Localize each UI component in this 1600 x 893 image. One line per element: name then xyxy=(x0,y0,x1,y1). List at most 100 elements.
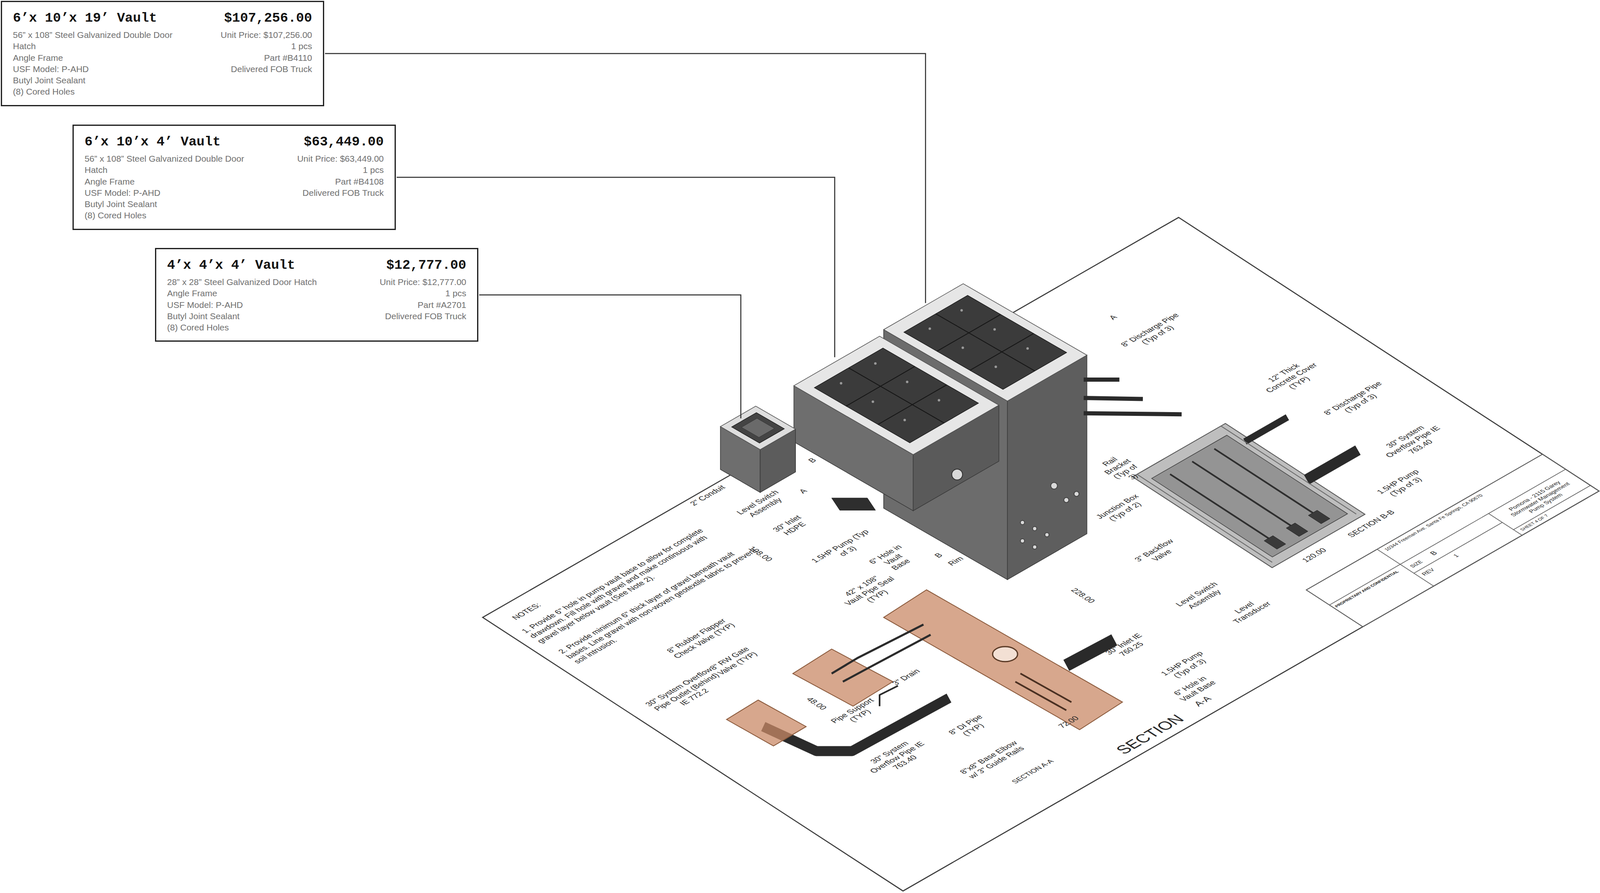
order-line: Delivered FOB Truck xyxy=(379,310,467,322)
drawing-label: Junction Box (Typ of 2) xyxy=(1093,492,1149,526)
order-line: Unit Price: $12,777.00 xyxy=(379,276,467,288)
order-line: Part #B4110 xyxy=(220,52,313,64)
order-line: Part #A2701 xyxy=(379,299,467,311)
title-block xyxy=(1306,454,1599,627)
drawing-sheet xyxy=(482,217,1599,891)
hatch-handle xyxy=(905,380,909,383)
pump-symbol xyxy=(1308,510,1330,524)
door-hatch-panel xyxy=(741,418,775,438)
guide-rail xyxy=(1170,474,1275,543)
hatch-handle xyxy=(840,382,843,385)
guide-rail xyxy=(1192,461,1297,530)
cored-hole xyxy=(951,469,963,480)
drawing-label: 30" Inlet IE 760.25 xyxy=(1100,630,1155,664)
drain-pipe xyxy=(879,685,898,707)
drawing-label: A xyxy=(1107,310,1126,322)
drawing xyxy=(325,53,1599,891)
vault-frame xyxy=(720,406,796,450)
drawing-label: Rail Bracket (Typ of 3) xyxy=(1091,450,1152,488)
cored-hole xyxy=(1032,526,1037,531)
hatch-handle xyxy=(937,398,941,402)
discharge-pipe xyxy=(1083,377,1120,382)
drawing-label: 1 xyxy=(1451,548,1469,559)
drawing-label: 120.00 xyxy=(1300,542,1337,564)
order-line: Unit Price: $107,256.00 xyxy=(220,29,313,41)
order-line: 1 pcs xyxy=(297,164,384,176)
cored-hole xyxy=(1045,532,1050,537)
card-body: 28” x 28” Steel Galvanized Door HatchAng… xyxy=(167,276,467,333)
hatch-seam xyxy=(848,367,945,423)
spec-line: Butyl Joint Sealant xyxy=(167,310,334,322)
hatch-handle xyxy=(961,346,965,350)
pump-symbol xyxy=(1264,535,1286,550)
door-hatch xyxy=(731,412,785,443)
spec-column: 56” x 108” Steel Galvanized Double Door … xyxy=(84,152,252,222)
spec-column: 56” x 108” Steel Galvanized Double Door … xyxy=(12,29,180,98)
order-column: Unit Price: $107,256.001 pcsPart #B4110D… xyxy=(220,29,313,98)
drawing-label: B xyxy=(932,547,951,560)
hatch-seam xyxy=(970,333,1034,370)
guide-rail xyxy=(1015,681,1067,711)
drawing-label: B xyxy=(806,452,825,465)
drawing-label: 3" Backflow Valve xyxy=(1130,536,1186,570)
spec-line: USF Model: P-AHD xyxy=(167,299,334,311)
hatch-handle xyxy=(993,327,996,331)
spec-line: USF Model: P-AHD xyxy=(12,63,180,75)
cored-hole xyxy=(1020,538,1025,543)
drawing-label: 8" Discharge Pipe (Typ of 3) xyxy=(1115,309,1193,355)
spec-line: USF Model: P-AHD xyxy=(84,187,252,199)
hatch-handle xyxy=(928,327,932,330)
drawing-label: 30" System Overflow Pipe IE 763.40 xyxy=(855,732,940,783)
card-title: 4’x 4’x 4’ Vault xyxy=(167,257,295,273)
drawing-label: 48.00 xyxy=(804,695,840,719)
order-line: Part #B4108 xyxy=(297,175,384,188)
drawing-label: PROPRIETARY AND CONFIDENTIAL xyxy=(1333,568,1403,609)
card-price: $63,449.00 xyxy=(303,134,384,150)
cored-hole xyxy=(1063,497,1069,503)
hatch-handle xyxy=(960,309,963,312)
cored-hole xyxy=(1032,545,1037,550)
drawing-label: 228.00 xyxy=(1068,586,1115,617)
drawing-label: 6" Hole in Vault Base xyxy=(865,542,921,577)
drawing-label: Level Switch Assembly xyxy=(730,486,793,524)
card-price: $107,256.00 xyxy=(224,10,313,26)
spec-line: 28” x 28” Steel Galvanized Door Hatch xyxy=(167,276,334,288)
drawing-label: A xyxy=(797,483,816,495)
drawing-label: 30" Inlet HDPE xyxy=(763,510,819,543)
order-line: Unit Price: $63,449.00 xyxy=(297,152,384,165)
discharge-pipe xyxy=(1083,413,1182,415)
price-card: 6’x 10’x 4’ Vault$63,449.00 56” x 108” St… xyxy=(72,124,396,230)
drawing-label: 12" Thick Concrete Cover (TYP) xyxy=(1252,354,1330,401)
hatch-line xyxy=(1220,425,1357,514)
title-block-rule xyxy=(1329,469,1566,605)
leader-line xyxy=(479,295,741,419)
guide-rail xyxy=(1214,448,1319,517)
drawing-label: Rim xyxy=(945,549,975,568)
hatch-handle xyxy=(903,418,906,422)
pump-vault-plan xyxy=(883,590,1123,730)
drawing-label: Level Switch Assembly xyxy=(1171,579,1230,615)
price-card: 4’x 4’x 4’ Vault$12,777.0028” x 28” Stee… xyxy=(155,247,479,342)
hatch-seam xyxy=(846,366,915,406)
card-header: 6’x 10’x 4’ Vault$63,449.00 xyxy=(84,134,384,150)
door-hatch xyxy=(814,347,979,443)
leader-line xyxy=(325,53,926,303)
drawing-label: Level Transducer xyxy=(1222,594,1274,626)
order-column: Unit Price: $12,777.001 pcsPart #A2701De… xyxy=(379,276,467,333)
hatch-seam xyxy=(877,385,947,425)
hatch-handle xyxy=(874,362,877,365)
hatch-handle xyxy=(1026,347,1029,350)
section-b-interior xyxy=(1151,435,1348,557)
title-block-rule xyxy=(1413,522,1503,574)
spec-line: (8) Cored Holes xyxy=(12,85,180,98)
order-column: Unit Price: $63,449.001 pcsPart #B4108De… xyxy=(297,152,384,222)
order-line: Delivered FOB Truck xyxy=(297,187,384,199)
valve-vault-plan xyxy=(792,649,893,707)
drawing-label: 8" Discharge Pipe (Typ of 3) xyxy=(1318,377,1395,424)
spec-line: Angle Frame xyxy=(84,175,252,188)
drawing-label: B xyxy=(1428,546,1446,558)
spec-column: 28” x 28” Steel Galvanized Door HatchAng… xyxy=(167,276,334,333)
drawing-label: 72.00 xyxy=(1056,707,1093,730)
pump-symbol xyxy=(1286,522,1308,537)
hatch-handle xyxy=(871,400,875,403)
